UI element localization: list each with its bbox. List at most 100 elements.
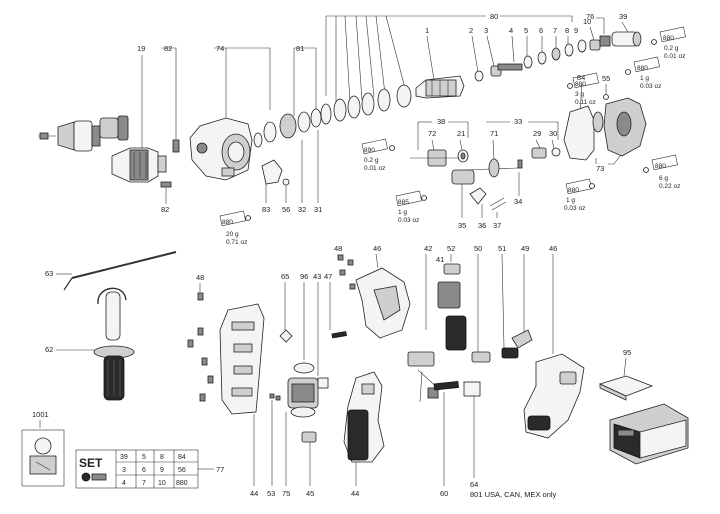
handle-cover-46-top: 46 <box>355 244 411 339</box>
svg-text:55: 55 <box>602 74 610 83</box>
svg-text:77: 77 <box>216 465 224 474</box>
svg-text:41: 41 <box>436 255 444 264</box>
svg-text:30: 30 <box>549 129 557 138</box>
svg-text:885: 885 <box>398 199 409 206</box>
motor-75: 75 <box>282 377 329 498</box>
o-rings-80 <box>320 84 412 125</box>
svg-text:73: 73 <box>596 164 604 173</box>
svg-text:801 USA, CAN, MEX only: 801 USA, CAN, MEX only <box>470 490 557 499</box>
housing-half-44-left: 44 <box>219 303 265 498</box>
svg-text:0.2 g: 0.2 g <box>364 157 379 164</box>
svg-text:0.01 oz: 0.01 oz <box>364 165 385 172</box>
svg-text:0.11 oz: 0.11 oz <box>575 99 596 106</box>
svg-text:6 g: 6 g <box>659 175 668 182</box>
grease-tag-880-a: 880 0.2 g 0.01 oz <box>651 26 686 60</box>
svg-text:51: 51 <box>498 244 506 253</box>
set-table: SET 39 5 8 84 3 6 9 56 4 7 10 880 77 <box>75 449 224 489</box>
grease-tag-880-20g: 880 20 g 0.71 oz <box>219 210 251 246</box>
svg-text:880: 880 <box>655 163 666 170</box>
svg-text:49: 49 <box>521 244 529 253</box>
gear-72: 72 <box>410 129 464 167</box>
svg-text:46: 46 <box>549 244 557 253</box>
svg-text:56: 56 <box>282 205 290 214</box>
svg-text:8: 8 <box>160 454 164 461</box>
svg-text:4: 4 <box>509 26 513 35</box>
grease-tag-885: 885 1 g 0.03 oz <box>395 190 427 224</box>
callout-80: 80 <box>325 12 573 104</box>
clutch-35: 35 <box>451 169 475 230</box>
drill-chuck-small <box>38 120 101 152</box>
parts-60-64: 60 64 801 USA, CAN, MEX only <box>433 381 557 499</box>
svg-text:82: 82 <box>161 205 169 214</box>
svg-text:1 g: 1 g <box>640 75 649 82</box>
svg-text:46: 46 <box>373 244 381 253</box>
motor-flange-55-73: 55 73 <box>595 74 647 173</box>
chuck-19: 19 <box>111 44 167 183</box>
svg-text:39: 39 <box>120 454 128 461</box>
svg-text:1 g: 1 g <box>566 197 575 204</box>
callout-38-33: 38 33 <box>417 117 559 150</box>
grease-tag-880-1g-mid: 880 1 g 0.03 oz <box>564 178 595 212</box>
svg-text:20 g: 20 g <box>226 231 239 238</box>
gasket-84: 84 <box>563 73 604 161</box>
svg-text:47: 47 <box>324 272 332 281</box>
screws-48: 48 <box>187 273 214 402</box>
svg-text:82: 82 <box>164 44 172 53</box>
svg-text:48: 48 <box>196 273 204 282</box>
screw-82-bottom: 82 <box>160 181 172 214</box>
svg-text:1001: 1001 <box>32 410 49 419</box>
brush-45: 45 <box>301 431 317 498</box>
svg-text:0.22 oz: 0.22 oz <box>659 183 680 190</box>
svg-text:84: 84 <box>178 454 186 461</box>
housing-half-44-right: 44 <box>343 371 385 498</box>
svg-text:75: 75 <box>282 489 290 498</box>
grease-tag-890: 890 0.2 g 0.01 oz <box>361 138 395 172</box>
svg-text:95: 95 <box>623 348 631 357</box>
svg-text:2: 2 <box>469 26 473 35</box>
parts-2-to-10: 2 3 4 5 6 7 8 9 10 <box>469 17 601 82</box>
svg-text:81: 81 <box>296 44 304 53</box>
charger-95: 95 <box>598 348 654 401</box>
rings-group-a <box>253 108 322 148</box>
svg-text:6: 6 <box>539 26 543 35</box>
svg-text:880: 880 <box>637 65 648 72</box>
svg-text:890: 890 <box>364 147 375 154</box>
svg-text:56: 56 <box>178 467 186 474</box>
switch-lever-36: 36 <box>469 187 487 230</box>
svg-text:9: 9 <box>574 26 578 35</box>
svg-text:0.03 oz: 0.03 oz <box>398 217 419 224</box>
grease-tag-880-c: 880 3 g 0.11 oz <box>567 72 599 106</box>
svg-text:21: 21 <box>457 129 465 138</box>
svg-text:3: 3 <box>484 26 488 35</box>
svg-text:35: 35 <box>458 221 466 230</box>
svg-text:84: 84 <box>577 73 585 82</box>
svg-text:1 g: 1 g <box>398 209 407 216</box>
svg-text:3: 3 <box>122 467 126 474</box>
svg-text:5: 5 <box>524 26 528 35</box>
svg-text:45: 45 <box>306 489 314 498</box>
svg-text:80: 80 <box>490 12 498 21</box>
gear-housing-74: 74 <box>189 44 271 181</box>
bearing-21: 21 <box>457 129 469 163</box>
callout-81: 81 <box>293 44 317 116</box>
svg-text:33: 33 <box>514 117 522 126</box>
svg-text:74: 74 <box>216 44 224 53</box>
svg-text:29: 29 <box>533 129 541 138</box>
part-53: 53 <box>267 393 281 498</box>
svg-text:31: 31 <box>314 205 322 214</box>
svg-text:36: 36 <box>478 221 486 230</box>
svg-text:7: 7 <box>142 480 146 487</box>
parts-65-96-43-47: 65 96 43 47 <box>279 272 347 376</box>
svg-text:SET: SET <box>79 456 103 470</box>
depth-rod-63: 63 <box>45 251 177 291</box>
svg-text:65: 65 <box>281 272 289 281</box>
svg-text:53: 53 <box>267 489 275 498</box>
svg-text:39: 39 <box>619 12 627 21</box>
svg-text:63: 63 <box>45 269 53 278</box>
svg-text:76: 76 <box>586 12 594 21</box>
manual-1001: 1001 <box>21 410 65 487</box>
svg-text:10: 10 <box>583 17 591 26</box>
svg-text:44: 44 <box>250 489 258 498</box>
svg-text:52: 52 <box>447 244 455 253</box>
svg-text:34: 34 <box>514 197 522 206</box>
